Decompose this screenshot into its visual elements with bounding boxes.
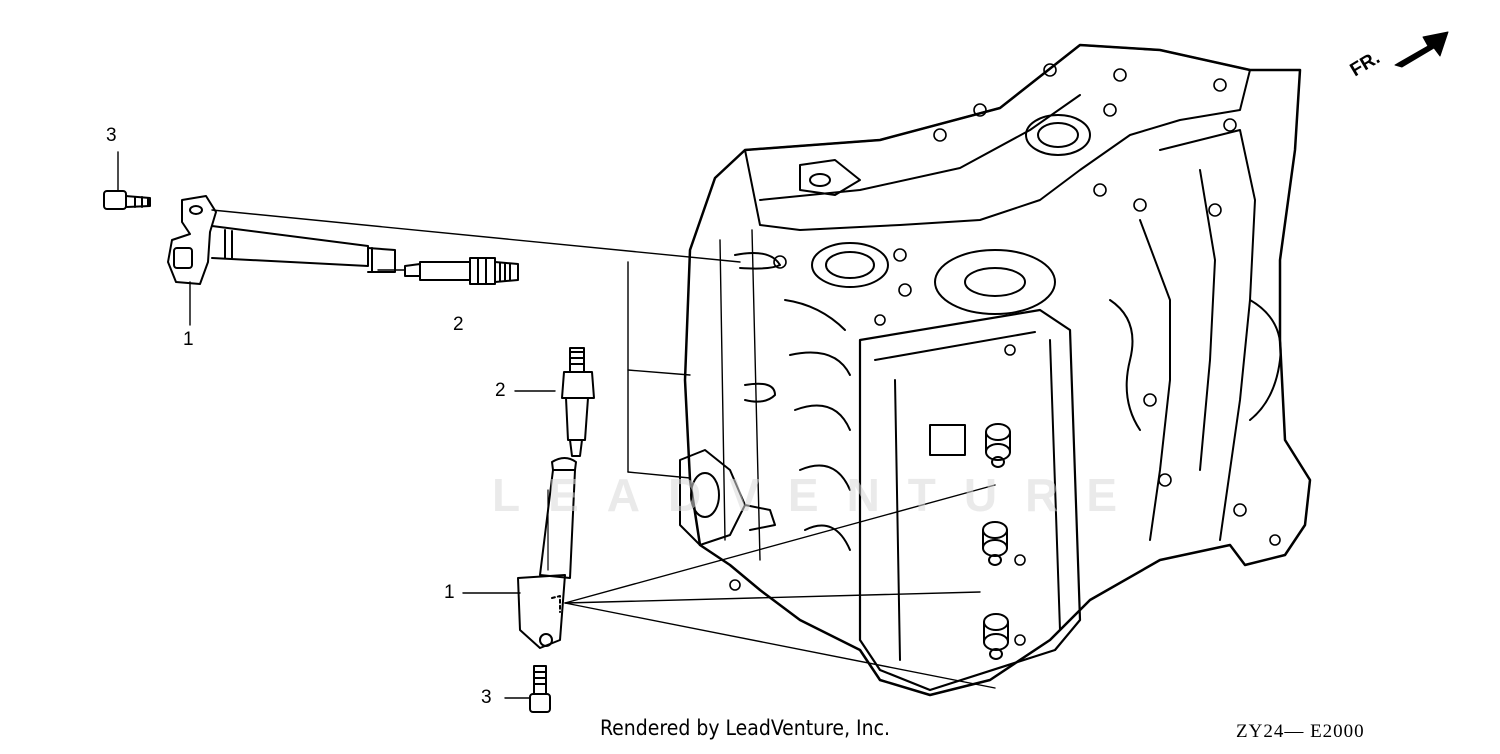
ignition-coil-top [167,195,396,285]
callout-1-top: 1 [183,329,194,350]
diagram-code: ZY24— E2000 [1236,721,1365,742]
watermark: LEADVENTURE [492,469,1146,521]
spark-plug-bottom [561,347,595,457]
callout-3-bottom: 3 [481,687,492,708]
engine-block [679,43,1312,697]
callout-3-top: 3 [106,125,117,146]
callout-2-mid: 2 [495,380,506,401]
callout-2-top: 2 [453,314,464,335]
render-credit: Rendered by LeadVenture, Inc. [600,716,890,740]
spark-plug-top [404,257,519,285]
plug-bosses [982,423,1011,660]
bolt-bottom [529,665,551,713]
leader-lines [117,151,996,699]
callout-1-bottom: 1 [444,582,455,603]
block-bolts [729,63,1281,646]
ignition-coil-bottom [517,457,577,649]
bolt-top [103,190,151,210]
arrow-icon [1394,31,1449,68]
